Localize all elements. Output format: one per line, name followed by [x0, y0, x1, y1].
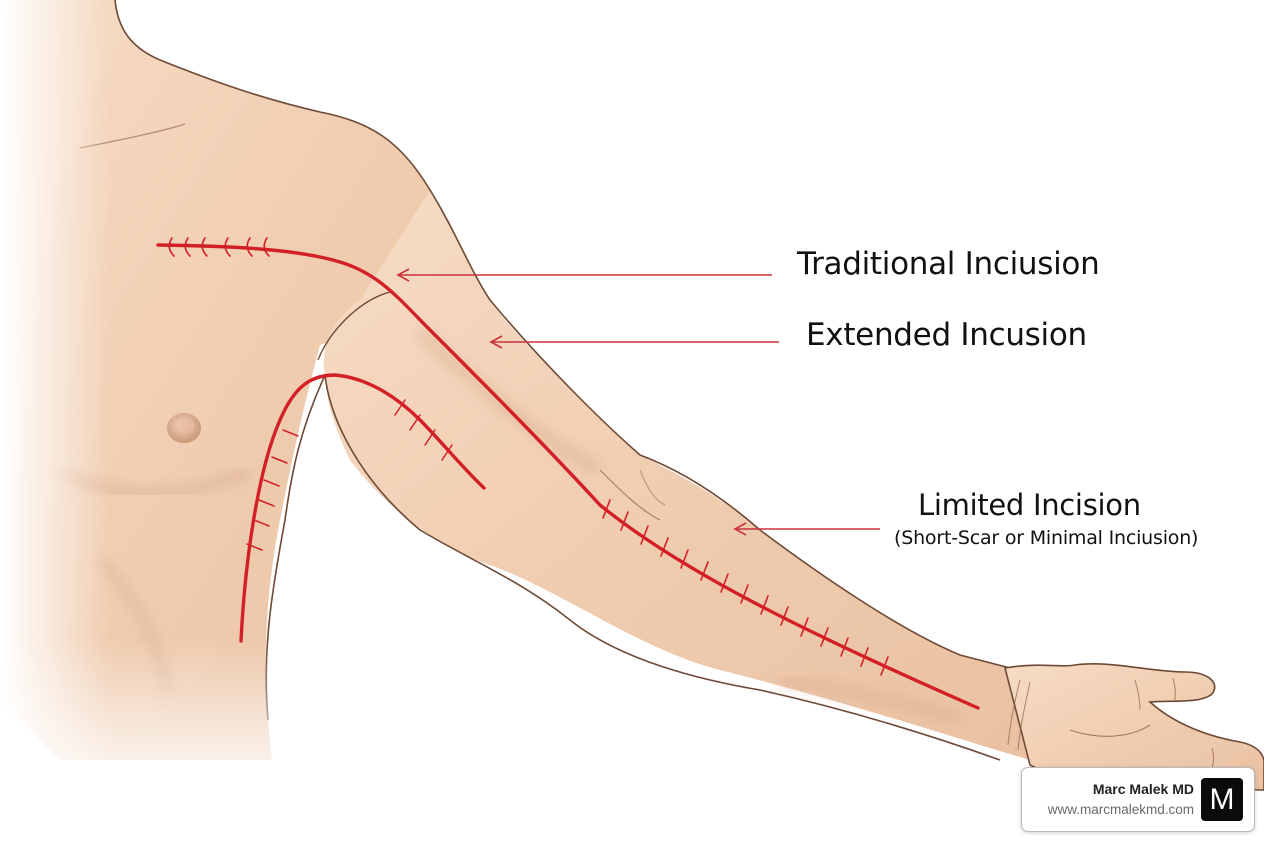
label-limited-incision-subtext: (Short-Scar or Minimal Inciusion)	[894, 527, 1199, 549]
incision-chest-to-forearm	[156, 237, 980, 710]
label-limited-incision: Limited Incision	[918, 488, 1141, 522]
arrow-limited	[733, 522, 880, 536]
watermark-url: www.marcmalekmd.com	[1047, 802, 1194, 817]
arrow-extended	[489, 335, 779, 349]
arrow-traditional	[396, 268, 772, 282]
torso	[0, 0, 480, 848]
watermark-badge: Marc Malek MD www.marcmalekmd.com M	[1021, 767, 1255, 832]
label-extended-incision: Extended Incusion	[806, 317, 1087, 353]
incision-axillary-side	[239, 373, 486, 643]
hand	[1004, 662, 1264, 794]
logo-icon: M	[1201, 778, 1243, 821]
label-traditional-incision: Traditional Inciusion	[797, 246, 1100, 282]
watermark-name: Marc Malek MD	[1092, 781, 1194, 797]
